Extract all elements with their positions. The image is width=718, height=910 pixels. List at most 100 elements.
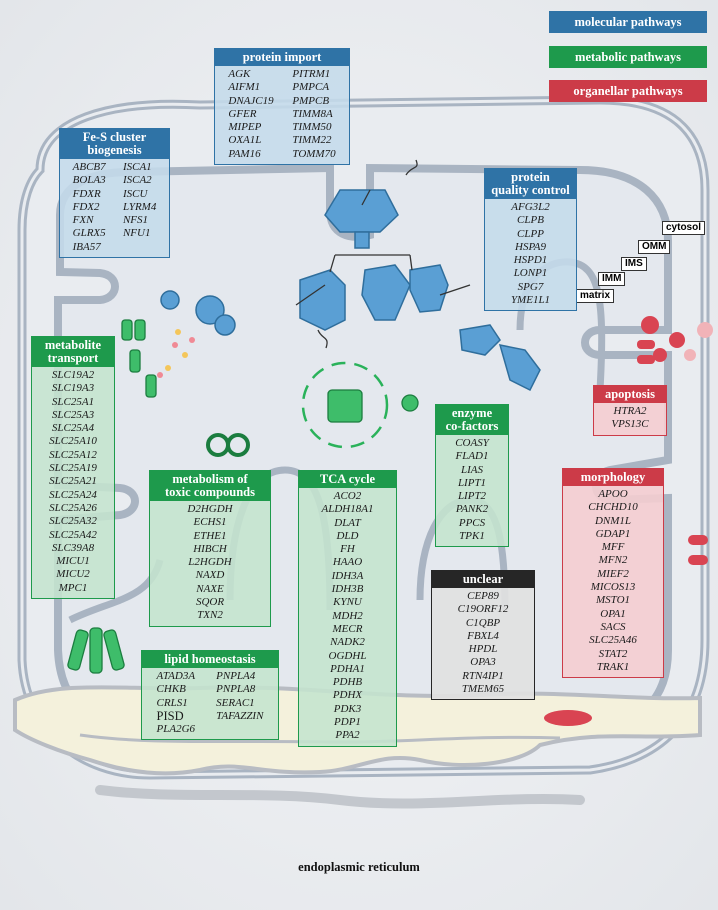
gene-name: DNAJC19 xyxy=(228,94,274,107)
gene-name: APOO xyxy=(598,488,628,500)
gene-name: ETHE1 xyxy=(193,529,227,542)
gene-name: LYRM4 xyxy=(122,200,157,213)
gene-name: OGDHL xyxy=(328,649,367,662)
box-title: TCA cycle xyxy=(299,471,396,488)
er-label: endoplasmic reticulum xyxy=(298,860,420,874)
gene-name: PMPCA xyxy=(292,81,330,94)
box-title: lipid homeostasis xyxy=(142,651,278,668)
gene-name: LIPT1 xyxy=(457,476,487,489)
gene-name: FDX2 xyxy=(72,200,100,213)
gene-name: PISD xyxy=(156,708,184,723)
gene-name: SLC25A19 xyxy=(49,462,97,475)
gene-name: LONP1 xyxy=(513,267,548,280)
gene-name: PLA2G6 xyxy=(156,723,196,736)
gene-name: IDH3A xyxy=(331,569,364,582)
gene-name: SLC25A32 xyxy=(49,515,97,528)
gene-name: IBA57 xyxy=(72,240,101,253)
gene-name: NAXD xyxy=(195,569,225,582)
gene-name: COASY xyxy=(455,437,489,449)
gene-name: RTN4IP1 xyxy=(462,669,504,682)
gene-name: CHCHD10 xyxy=(588,501,638,514)
gene-name: SLC25A21 xyxy=(49,475,97,488)
gene-name: SLC25A12 xyxy=(49,448,97,461)
gene-name: SACS xyxy=(600,620,626,633)
gene-name: PNPLA4 xyxy=(216,670,256,682)
label-imm: IMM xyxy=(598,272,626,286)
gene-name: ISCU xyxy=(122,187,148,200)
gene-name: TIMM50 xyxy=(292,121,332,134)
gene-name: AGK xyxy=(228,68,251,80)
gene-name: HSPA9 xyxy=(515,240,546,253)
gene-name: SLC19A2 xyxy=(51,369,95,381)
gene-name: SPG7 xyxy=(517,280,544,293)
gene-name: HTRA2 xyxy=(613,405,647,417)
gene-name: SLC25A46 xyxy=(589,634,637,647)
gene-name: GFER xyxy=(228,107,257,120)
gene-name: SERAC1 xyxy=(216,696,255,709)
label-cytosol: cytosol xyxy=(662,221,706,235)
gene-name: SLC25A3 xyxy=(51,408,95,421)
gene-name: HAAO xyxy=(332,556,363,569)
gene-name: MICOS13 xyxy=(590,581,636,594)
box-title: unclear xyxy=(432,571,534,588)
gene-name: TXN2 xyxy=(197,609,223,622)
gene-name: LIPT2 xyxy=(457,490,487,503)
gene-name: PDHX xyxy=(332,689,363,702)
gene-name: ISCA2 xyxy=(122,174,152,187)
gene-name: ALDH18A1 xyxy=(321,503,374,516)
gene-name: AFG3L2 xyxy=(511,201,550,213)
gene-name: FLAD1 xyxy=(455,450,489,463)
gene-name: SLC39A8 xyxy=(51,541,95,554)
gene-name: TPK1 xyxy=(459,530,485,543)
gene-name: PPCS xyxy=(458,516,486,529)
gene-name: PDHA1 xyxy=(330,662,365,675)
gene-name: MPC1 xyxy=(58,581,88,594)
legend-organellar: organellar pathways xyxy=(549,80,707,102)
gene-name: STAT2 xyxy=(598,647,628,660)
gene-name: HSPD1 xyxy=(513,254,548,267)
gene-name: TMEM65 xyxy=(461,683,505,696)
gene-name: L2HGDH xyxy=(188,556,232,569)
gene-name: TAFAZZIN xyxy=(216,709,264,722)
gene-name: CLPB xyxy=(517,214,544,227)
gene-name: FDXR xyxy=(72,187,101,200)
gene-name: ACO2 xyxy=(333,490,362,502)
gene-name: DLAT xyxy=(334,516,361,529)
gene-name: CRLS1 xyxy=(156,696,188,709)
gene-name: SLC25A42 xyxy=(49,528,97,541)
gene-name: SQOR xyxy=(195,596,225,609)
gene-name: PITRM1 xyxy=(292,68,331,80)
gene-name: SLC19A3 xyxy=(51,382,95,395)
box-title: morphology xyxy=(563,469,663,486)
gene-name: SLC25A1 xyxy=(51,395,95,408)
gene-name: ECHS1 xyxy=(193,516,227,529)
gene-name: PPA2 xyxy=(335,729,360,742)
gene-name: ABCB7 xyxy=(72,161,106,173)
gene-name: PAM16 xyxy=(228,147,261,160)
gene-name: NFS1 xyxy=(122,214,148,227)
label-omm: OMM xyxy=(638,240,671,254)
gene-name: ATAD3A xyxy=(156,670,196,682)
gene-name: MICU2 xyxy=(56,568,90,581)
gene-name: TIMM8A xyxy=(292,107,333,120)
gene-name: PDP1 xyxy=(334,716,361,729)
gene-name: PNPLA8 xyxy=(216,683,256,696)
gene-name: OXA1L xyxy=(228,134,262,147)
gene-name: KYNU xyxy=(333,596,362,609)
gene-name: FH xyxy=(340,543,355,556)
box-title: protein import xyxy=(215,49,349,66)
gene-name: TIMM22 xyxy=(292,134,332,147)
